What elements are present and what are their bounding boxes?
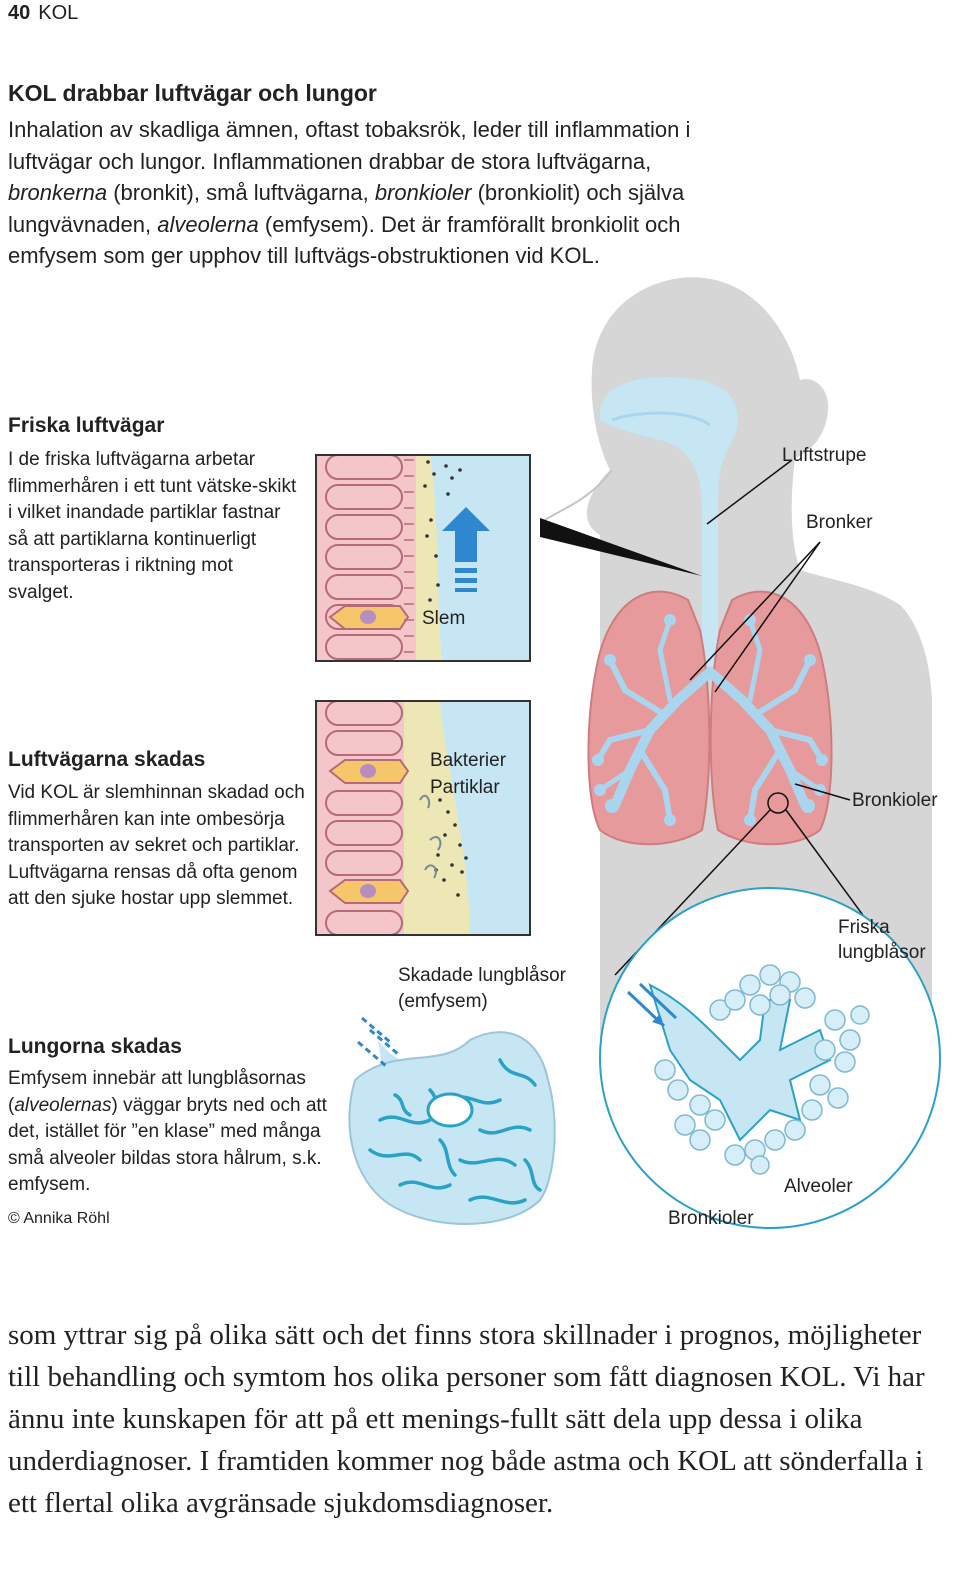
label-bronchioles-bottom: Bronkioler bbox=[668, 1208, 754, 1229]
running-title: KOL bbox=[38, 2, 79, 24]
pointer-wedge bbox=[540, 518, 702, 576]
lungs-title: Lungorna skadas bbox=[8, 1035, 182, 1058]
intro-text-1: Inhalation av skadliga ämnen, oftast tob… bbox=[8, 117, 691, 174]
label-healthy-alveoli-1: Friska bbox=[838, 917, 890, 938]
intro-title: KOL drabbar luftvägar och lungor bbox=[8, 80, 377, 106]
airway bbox=[600, 377, 738, 672]
page-number: 40 bbox=[8, 2, 31, 24]
healthy-body: I de friska luftvägarna arbetar flimmerh… bbox=[8, 449, 297, 603]
healthy-alveoli-magnification bbox=[599, 887, 941, 1229]
lungs-text-1: Emfysem innebär att lungblåsornas ( bbox=[8, 1068, 306, 1116]
label-mucus: Slem bbox=[422, 608, 466, 629]
label-damaged-alveoli-1: Skadade lungblåsor bbox=[398, 965, 566, 986]
intro-body: Inhalation av skadliga ämnen, oftast tob… bbox=[8, 114, 698, 272]
intro-term-bronkioler: bronkioler bbox=[374, 180, 472, 205]
intro-text-4: (emfysem). Det är framförallt bronkiolit… bbox=[8, 211, 681, 269]
label-damaged-alveoli-2: (emfysem) bbox=[398, 991, 488, 1012]
intro-text-3: (bronkiolit) och själva lungvävnaden, bbox=[8, 180, 685, 237]
intro-term-alveolerna: alveolerna bbox=[157, 211, 259, 237]
page-header: 40 KOL bbox=[8, 2, 78, 25]
lungs-term-alveolernas: alveolernas bbox=[14, 1094, 112, 1116]
healthy-airway-diagram bbox=[315, 454, 531, 662]
healthy-title: Friska luftvägar bbox=[8, 414, 165, 437]
intro-term-bronkerna: bronkerna bbox=[8, 180, 108, 205]
upward-arrow-icon bbox=[442, 507, 490, 592]
lungs-text-2: ) väggar bryts ned och att det, istället… bbox=[8, 1094, 327, 1196]
label-bacteria: Bakterier bbox=[430, 750, 507, 771]
label-bronchi: Bronker bbox=[806, 512, 873, 533]
label-alveoli: Alveoler bbox=[784, 1176, 853, 1197]
intro-text-2: (bronkit), små luftvägarna, bbox=[107, 180, 375, 205]
damaged-title: Luftvägarna skadas bbox=[8, 748, 206, 771]
damaged-alveoli-diagram bbox=[348, 1016, 556, 1225]
label-healthy-alveoli-2: lungblåsor bbox=[838, 942, 926, 963]
damaged-body: Vid KOL är slemhinnan skadad och flimmer… bbox=[8, 782, 305, 909]
damaged-airway-diagram bbox=[315, 700, 531, 936]
label-trachea: Luftstrupe bbox=[782, 445, 867, 466]
credit: © Annika Röhl bbox=[8, 1210, 110, 1227]
label-particles: Partiklar bbox=[430, 777, 500, 798]
lungs-body: Emfysem innebär att lungblåsornas (alveo… bbox=[8, 1066, 328, 1199]
label-bronchioles: Bronkioler bbox=[852, 790, 938, 811]
airflow-arrow-icon bbox=[357, 1016, 399, 1068]
body-paragraph: som yttrar sig på olika sätt och det fin… bbox=[8, 1319, 925, 1519]
